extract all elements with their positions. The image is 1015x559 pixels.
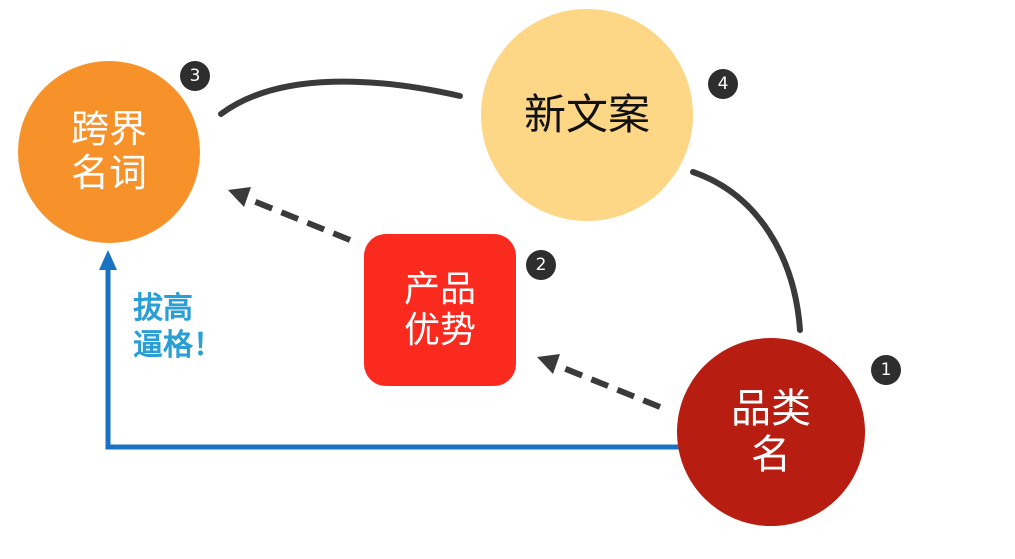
connector-kuajie-to-xinwenan	[218, 78, 463, 117]
node-chanpin-line-1: 产品	[403, 268, 476, 310]
node-xinwenan: 新文案	[481, 9, 693, 221]
blue-arrow-pinleiming-to-kuajie	[105, 268, 680, 450]
annotation-line-2: 逼格！	[133, 327, 223, 363]
badge-chanpin: 2	[526, 250, 556, 280]
node-xinwenan-line-1: 新文案	[523, 89, 650, 139]
badge-kuajie: 3	[180, 61, 210, 91]
node-kuajie-line-1: 跨界	[70, 107, 147, 152]
annotation-text: 拔高 逼格！	[133, 291, 223, 364]
blue-arrowhead	[99, 250, 117, 270]
arrowhead-to-chanpin	[537, 354, 560, 374]
dashed-arrow-pinleiming-to-chanpin	[554, 362, 662, 410]
node-pinleiming: 品类 名	[677, 338, 865, 526]
dashed-arrow-chanpin-to-kuajie	[244, 195, 352, 243]
node-kuajie-line-2: 名词	[70, 151, 147, 195]
node-kuajie: 跨界 名词	[18, 61, 200, 243]
badge-pinleiming: 1	[871, 355, 901, 385]
badge-xinwenan: 4	[708, 69, 738, 99]
node-chanpin: 产品 优势	[364, 234, 516, 386]
connector-xinwenan-to-pinleiming	[690, 169, 803, 333]
node-chanpin-line-2: 优势	[403, 310, 476, 351]
annotation-line-1: 拔高	[133, 291, 193, 326]
node-pinleiming-line-1: 品类	[731, 386, 811, 432]
node-pinleiming-line-2: 名	[751, 432, 791, 478]
arrowhead-to-kuajie	[228, 187, 251, 207]
